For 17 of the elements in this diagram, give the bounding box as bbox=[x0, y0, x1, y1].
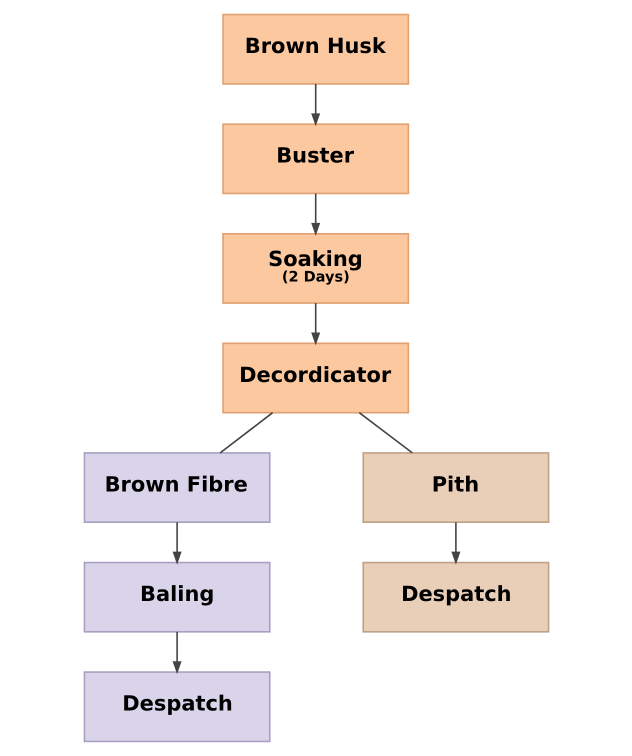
arrow bbox=[172, 522, 182, 565]
node-box: Pith bbox=[362, 452, 549, 524]
arrow bbox=[310, 303, 320, 346]
connector bbox=[219, 412, 273, 454]
node-box: Baling bbox=[83, 562, 270, 633]
arrow bbox=[310, 84, 320, 126]
node-box: Buster bbox=[222, 123, 409, 194]
node-box: Decordicator bbox=[222, 342, 409, 414]
node-box: Soaking (2 Days) bbox=[222, 232, 409, 304]
arrow bbox=[310, 194, 320, 236]
node-box: Brown Fibre bbox=[83, 452, 270, 524]
arrow bbox=[450, 522, 460, 565]
node-box: Despatch bbox=[83, 671, 270, 742]
node-box: Brown Husk bbox=[222, 14, 409, 85]
node-box: Despatch bbox=[362, 562, 549, 633]
arrow bbox=[172, 632, 182, 674]
connector bbox=[358, 412, 412, 454]
